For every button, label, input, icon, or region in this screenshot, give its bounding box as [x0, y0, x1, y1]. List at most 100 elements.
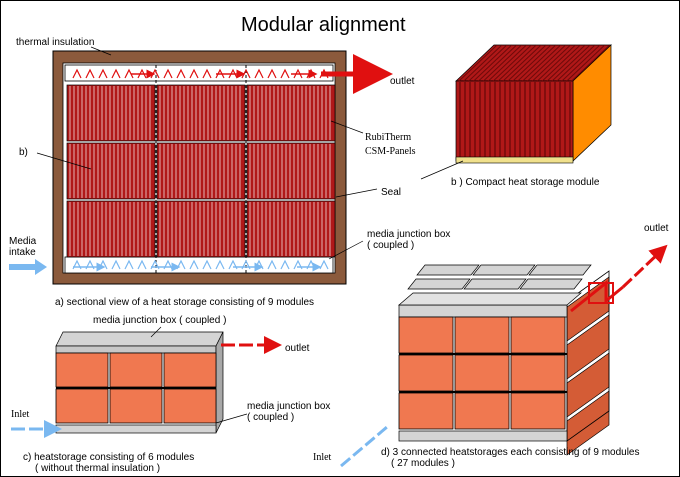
panel-line [507, 44, 547, 82]
flow-chevron-up [293, 68, 303, 79]
stack-c-modules [55, 352, 217, 424]
flow-chevron-up [280, 68, 290, 79]
flow-chevron-up [228, 68, 238, 79]
callout-junction-a [328, 240, 364, 260]
caption-b: b ) Compact heat storage module [451, 177, 600, 188]
panel-line [488, 44, 527, 82]
side-outline [566, 270, 610, 442]
panel-module [66, 142, 156, 200]
caption-c-2: ( without thermal insulation ) [35, 463, 161, 474]
callout-insulation [90, 46, 112, 56]
orange-module [163, 388, 217, 424]
front-top-cover [398, 304, 568, 318]
panel-grid [66, 65, 336, 273]
panel-line [483, 44, 522, 82]
label-junction-a-1: media junction box [367, 229, 451, 240]
orange-module [510, 354, 566, 392]
label-outlet-a: outlet [390, 76, 415, 87]
gray-cover-cap [472, 264, 536, 276]
panel-line [463, 44, 503, 82]
label-seal: Seal [381, 187, 402, 198]
gray-cover-cap [519, 278, 583, 290]
caption-a: a) sectional view of a heat storage cons… [55, 297, 315, 308]
orange-module [398, 392, 454, 430]
panel-line [522, 44, 562, 82]
flow-chevron-up [98, 68, 108, 79]
panel-line [478, 44, 517, 82]
flow-chevron-up [85, 68, 95, 79]
label-outlet-c: outlet [285, 343, 310, 354]
module-seal-strip [455, 156, 574, 164]
module-front-panels [459, 82, 571, 157]
label-media-intake-2: intake [9, 247, 36, 258]
orange-module [398, 316, 454, 354]
label-rubitherm: RubiTherm [365, 132, 412, 143]
stack-c-bottom-cover [55, 424, 217, 434]
panel-line [566, 44, 606, 82]
panel-module [246, 142, 336, 200]
outlet-arrow-d-dash [621, 244, 668, 289]
panel-module [66, 200, 156, 258]
callout-b [36, 152, 92, 170]
panel-line [468, 44, 508, 82]
flow-chevron-up [111, 68, 121, 79]
panel-line [458, 44, 498, 82]
panel-line [502, 44, 542, 82]
flow-chevron-up [254, 68, 264, 79]
panel-line [512, 44, 552, 82]
panel-line [537, 44, 576, 82]
flow-chevron-up [215, 68, 225, 79]
stack-c-top-cover [55, 331, 224, 347]
panel-module [156, 200, 246, 258]
panel-line [541, 44, 581, 82]
label-thermal-insulation: thermal insulation [16, 37, 95, 48]
side-module [566, 390, 610, 456]
flow-chevron-up [163, 68, 173, 79]
panel-line [497, 44, 537, 82]
label-junction-c-bot-1: media junction box [247, 401, 331, 412]
gray-cover-cap [528, 264, 592, 276]
label-media-intake-1: Media [9, 236, 37, 247]
diagram-title: Modular alignment [241, 14, 406, 36]
orange-module [55, 352, 109, 388]
orange-module [510, 392, 566, 430]
label-junction-c-bot-2: ( coupled ) [247, 412, 295, 423]
panel-line [492, 44, 532, 82]
flow-chevron-up [137, 259, 147, 270]
callout-junction-c-top [150, 326, 162, 338]
compact-module [420, 44, 612, 180]
twenty-seven-module-block [340, 244, 668, 468]
outlet-frame-d [588, 282, 614, 304]
panel-line [551, 44, 591, 82]
panel-line [571, 44, 611, 82]
inlet-arrow-d [340, 425, 388, 468]
flow-chevron-up [280, 259, 290, 270]
callout-rubitherm [330, 120, 364, 134]
media-intake-arrowhead [35, 259, 47, 275]
flow-chevron-up [202, 259, 212, 270]
orange-module [454, 354, 510, 392]
orange-module [398, 354, 454, 392]
label-inlet-c: Inlet [11, 409, 30, 420]
flow-chevron-up [267, 68, 277, 79]
callout-junction-c-bot [215, 413, 248, 424]
gray-cover-cap [407, 278, 471, 290]
panel-line [546, 44, 586, 82]
panel-line [532, 44, 571, 82]
module-top-panels [458, 44, 611, 82]
panel-module [246, 200, 336, 258]
caption-c-1: c) heatstorage consisting of 6 modules [23, 452, 195, 463]
front-top-cover-top [398, 292, 582, 306]
panel-module [246, 84, 336, 142]
callout-compact [420, 160, 464, 180]
flow-chevron-up [189, 259, 199, 270]
caption-d-1: d) 3 connected heatstorages each consist… [381, 447, 640, 458]
label-inlet-d: Inlet [313, 452, 332, 463]
gray-cover-cap [463, 278, 527, 290]
stack-c-right-side [215, 331, 224, 434]
panel-module [156, 142, 246, 200]
orange-module [454, 316, 510, 354]
panel-module [66, 84, 156, 142]
stack-d-back-layers [398, 264, 610, 456]
